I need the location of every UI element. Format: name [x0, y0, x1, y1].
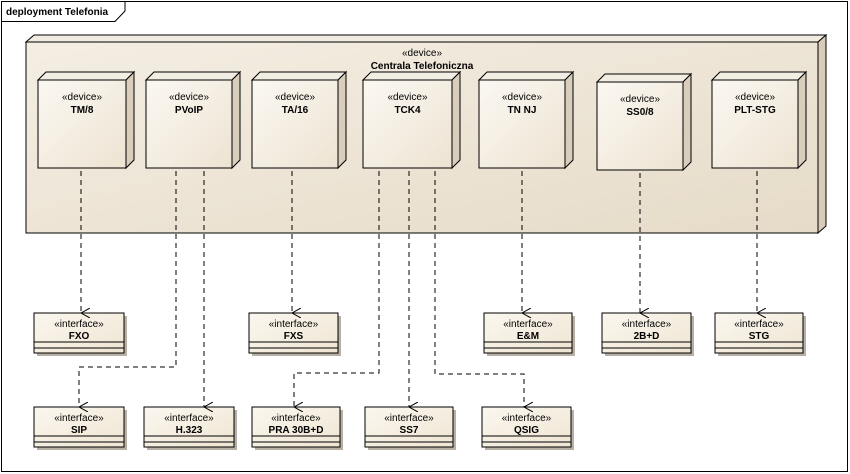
- device-node-tnnj[interactable]: «device» TN NJ: [477, 70, 575, 170]
- dependency-tck4-to-qsig[interactable]: [434, 171, 524, 407]
- device-name: TN NJ: [508, 105, 537, 116]
- interface-stereotype: «interface»: [54, 319, 104, 330]
- interface-node-2bd[interactable]: «interface»2B+D: [601, 312, 694, 356]
- device-node-tm8[interactable]: «device» TM/8: [36, 70, 136, 170]
- dependency-pvoip-to-sip[interactable]: [79, 171, 177, 407]
- container-stereotype: «device»: [402, 48, 442, 59]
- interface-stereotype: «interface»: [164, 413, 214, 424]
- device-node-ta16[interactable]: «device» TA/16: [250, 70, 348, 170]
- interface-stereotype: «interface»: [271, 413, 321, 424]
- interface-name: PRA 30B+D: [269, 425, 324, 436]
- device-stereotype: «device»: [62, 92, 102, 103]
- device-node-pltstg[interactable]: «device» PLT-STG: [710, 70, 808, 170]
- device-name: PLT-STG: [734, 105, 776, 116]
- interface-stereotype: «interface»: [622, 319, 672, 330]
- device-node-ss08[interactable]: «device» SS0/8: [595, 72, 693, 172]
- device-stereotype: «device»: [620, 94, 660, 105]
- interface-node-fxo[interactable]: «interface»FXO: [33, 312, 127, 356]
- interface-name: SS7: [400, 425, 419, 436]
- device-name: TM/8: [71, 105, 94, 116]
- interface-name: SIP: [71, 425, 87, 436]
- device-node-tck4[interactable]: «device» TCK4: [361, 70, 462, 170]
- interface-stereotype: «interface»: [734, 319, 784, 330]
- interface-stereotype: «interface»: [384, 413, 434, 424]
- interface-node-pra[interactable]: «interface»PRA 30B+D: [251, 406, 343, 450]
- interface-node-fxs[interactable]: «interface»FXS: [248, 312, 341, 356]
- device-name: SS0/8: [626, 107, 654, 118]
- dependencies-layer: [79, 171, 757, 407]
- interface-name: QSIG: [514, 425, 539, 436]
- interface-name: FXO: [69, 331, 90, 342]
- interface-node-sip[interactable]: «interface»SIP: [33, 406, 127, 450]
- interface-node-ss7[interactable]: «interface»SS7: [364, 406, 456, 450]
- frame-title: deployment Telefonia: [6, 7, 108, 18]
- interface-name: FXS: [284, 331, 304, 342]
- interface-name: E&M: [517, 331, 539, 342]
- interface-name: 2B+D: [634, 331, 660, 342]
- device-stereotype: «device»: [275, 92, 315, 103]
- devices-layer: «device»TM/8«device»PVoIP«device»TA/16«d…: [36, 70, 808, 172]
- device-stereotype: «device»: [735, 92, 775, 103]
- device-node-pvoip[interactable]: «device» PVoIP: [144, 70, 242, 170]
- device-name: PVoIP: [175, 105, 203, 116]
- device-stereotype: «device»: [387, 92, 427, 103]
- interface-node-em[interactable]: «interface»E&M: [483, 312, 575, 356]
- interface-stereotype: «interface»: [503, 319, 553, 330]
- interface-node-qsig[interactable]: «interface»QSIG: [481, 406, 574, 450]
- interface-name: H.323: [176, 425, 203, 436]
- interface-node-h323[interactable]: «interface»H.323: [143, 406, 237, 450]
- interfaces-layer: «interface»FXO«interface»FXS«interface»E…: [33, 312, 806, 450]
- interface-stereotype: «interface»: [269, 319, 319, 330]
- interface-name: STG: [749, 331, 770, 342]
- device-name: TCK4: [394, 105, 421, 116]
- device-stereotype: «device»: [169, 92, 209, 103]
- device-name: TA/16: [282, 105, 309, 116]
- interface-stereotype: «interface»: [502, 413, 552, 424]
- dependency-tck4-to-pra[interactable]: [294, 171, 380, 407]
- interface-node-stg[interactable]: «interface»STG: [714, 312, 806, 356]
- interface-stereotype: «interface»: [54, 413, 104, 424]
- container-name: Centrala Telefoniczna: [371, 61, 474, 72]
- device-stereotype: «device»: [502, 92, 542, 103]
